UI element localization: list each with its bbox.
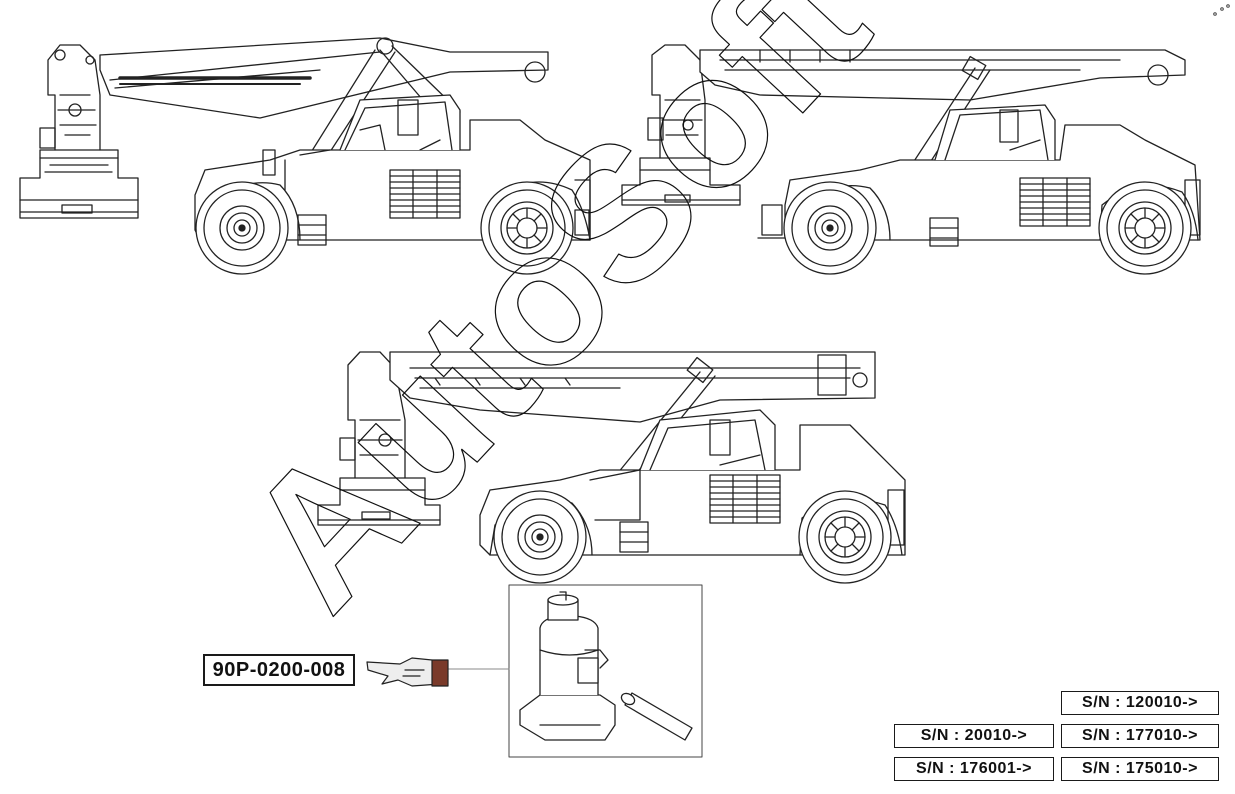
serial-number-label: S/N : 177010-> (1061, 724, 1219, 748)
part-detail-frame (508, 584, 703, 758)
bottle-jack-icon (519, 591, 693, 741)
serial-number-label: S/N : 20010-> (894, 724, 1054, 748)
part-number-label: 90P-0200-008 (203, 654, 355, 686)
corner-mark-icon (1213, 4, 1230, 16)
reach-stacker-view-1 (19, 37, 591, 275)
reach-stacker-view-2 (621, 44, 1201, 275)
serial-number-label: S/N : 176001-> (894, 757, 1054, 781)
serial-number-label: S/N : 120010-> (1061, 691, 1219, 715)
pointing-hand-icon (366, 657, 449, 687)
reach-stacker-view-3 (317, 351, 906, 584)
serial-number-label: S/N : 175010-> (1061, 757, 1219, 781)
